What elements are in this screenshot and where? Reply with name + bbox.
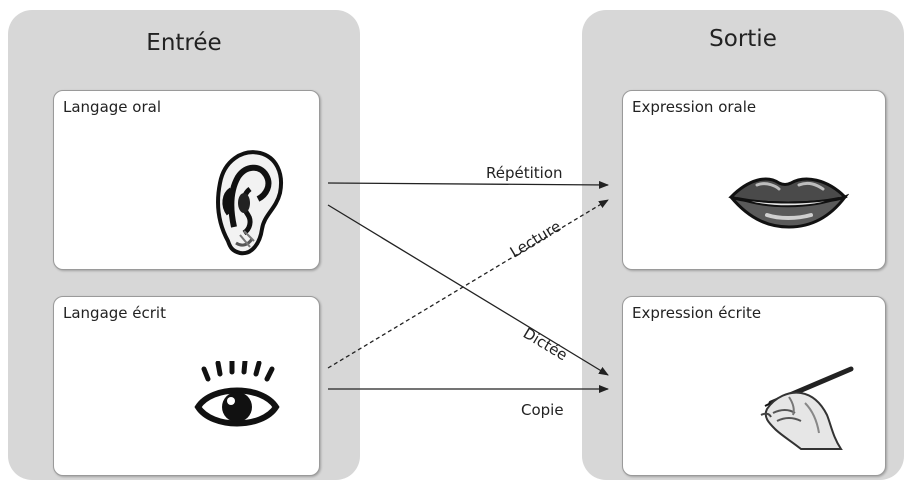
- arrow-repetition: [327, 180, 609, 189]
- output-card-oral: Expression orale: [622, 90, 886, 270]
- output-card-oral-label: Expression orale: [632, 98, 757, 116]
- output-panel: Sortie Expression orale Expression écrit…: [582, 10, 904, 480]
- input-card-oral-label: Langage oral: [63, 98, 161, 116]
- eye-icon: [194, 361, 280, 427]
- output-card-ecrit: Expression écrite: [622, 296, 886, 476]
- ear-icon: [216, 150, 283, 256]
- input-panel: Entrée Langage oral Langage écrit: [8, 10, 360, 480]
- arrow-dictee: [327, 204, 609, 376]
- output-card-ecrit-label: Expression écrite: [632, 304, 762, 322]
- input-card-ecrit-label: Langage écrit: [63, 304, 166, 322]
- connection-label-dictee: Dictée: [520, 324, 571, 364]
- input-panel-title: Entrée: [146, 30, 222, 56]
- input-card-ecrit: Langage écrit: [53, 296, 320, 476]
- arrow-lecture: [327, 199, 609, 369]
- writing-hand-icon: [760, 366, 854, 450]
- lips-icon: [728, 177, 849, 229]
- connection-label-repetition: Répétition: [486, 164, 563, 182]
- connection-label-lecture: Lecture: [507, 217, 564, 261]
- output-panel-title: Sortie: [709, 26, 777, 52]
- connection-label-copie: Copie: [521, 401, 564, 419]
- input-card-oral: Langage oral: [53, 90, 320, 270]
